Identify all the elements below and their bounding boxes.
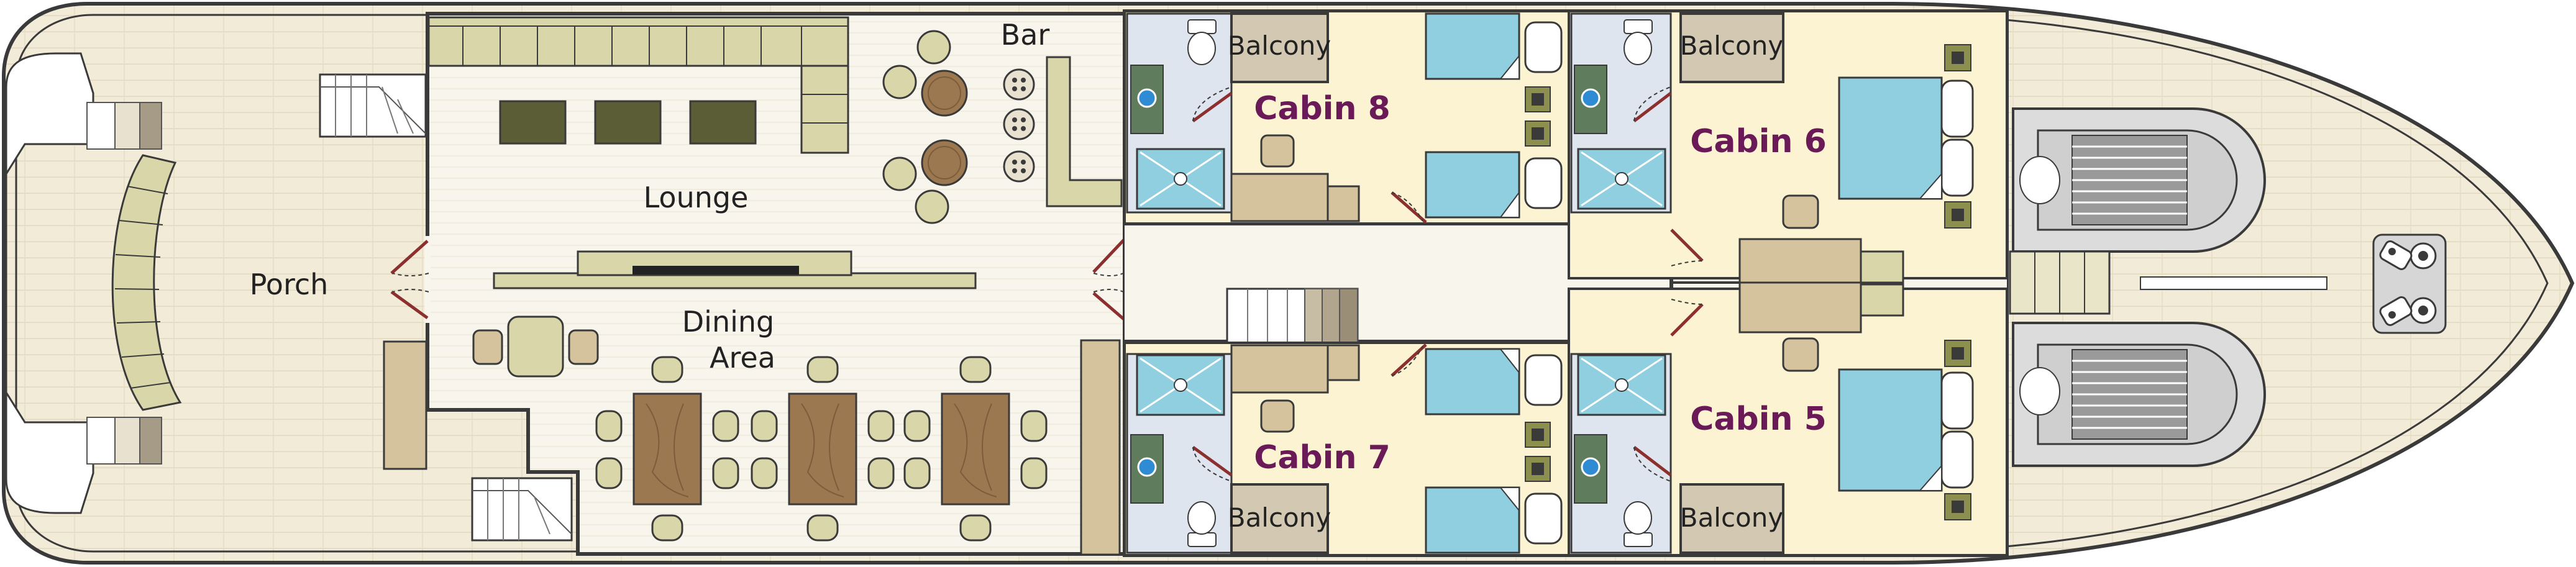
anchor-winch-icon [2372, 234, 2447, 334]
bow-steps [2009, 250, 2111, 315]
cabin-5-balcony: Balcony [1680, 502, 1783, 533]
central-staircase [1226, 288, 1379, 345]
cabin-block: Balcony Cabin 8 [1123, 9, 2009, 557]
cabin-8: Balcony Cabin 8 [1123, 10, 1570, 225]
cabin-7-balcony: Balcony [1228, 502, 1331, 533]
coffee-table-2 [594, 100, 662, 145]
cabin-8-desk [1230, 173, 1329, 222]
dining-table-2 [751, 356, 895, 542]
buffet-counter [493, 250, 977, 289]
coffee-table-1 [499, 100, 567, 145]
staircase-top-left [319, 73, 427, 138]
vanity-island [1671, 238, 1904, 333]
dining-label-line2: Area [710, 341, 775, 374]
side-table-set [472, 315, 599, 378]
dining-table-3 [903, 356, 1048, 542]
cabin-7-label: Cabin 7 [1254, 439, 1391, 476]
coffee-table-3 [689, 100, 757, 145]
lounge-sofa [427, 16, 849, 154]
dining-label-line1: Dining [682, 305, 775, 338]
sideboard [383, 340, 427, 470]
bar-seating [882, 30, 968, 224]
stern-steps-bottom [86, 417, 162, 465]
cabin-6-balcony: Balcony [1680, 30, 1783, 61]
bow-staircase-bottom [2012, 322, 2266, 467]
bar-stools [1003, 68, 1035, 183]
bar-counter [1046, 56, 1123, 207]
staircase-bottom-left [471, 477, 573, 542]
porch-area: Porch [5, 52, 573, 542]
cabin-8-balcony: Balcony [1228, 30, 1331, 61]
cabin-7-desk [1230, 344, 1329, 394]
cabin-5-label: Cabin 5 [1690, 401, 1827, 438]
bow-rail [2140, 276, 2327, 290]
dining-table-1 [595, 356, 739, 542]
storage-cabinet [1080, 339, 1121, 556]
stern-steps-top [86, 102, 162, 150]
cabin-7: Balcony Cabin 7 [1123, 342, 1570, 556]
porch-doors[interactable] [390, 236, 431, 323]
cabin-5: Balcony Cabin 5 [1568, 288, 2008, 556]
cabin-6-label: Cabin 6 [1690, 123, 1827, 160]
bow-area [2009, 107, 2447, 467]
bow-staircase-top [2012, 107, 2266, 253]
porch-label: Porch [250, 268, 329, 301]
lounge-dining-room: Lounge Bar [383, 12, 1128, 556]
curved-bench [111, 154, 182, 411]
lounge-label: Lounge [644, 181, 749, 214]
bar-label: Bar [1001, 18, 1050, 52]
cabin-8-label: Cabin 8 [1254, 90, 1391, 127]
